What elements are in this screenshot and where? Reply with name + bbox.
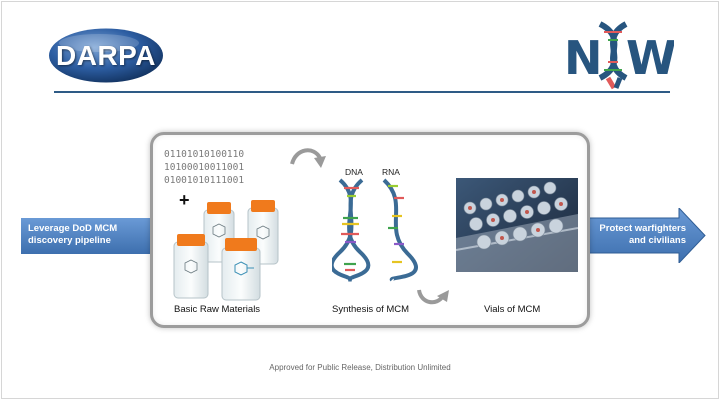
binary-code: 01101010100110 10100010011001 0100101011… (164, 148, 244, 187)
dna-label: DNA (345, 167, 363, 177)
binary-line: 10100010011001 (164, 162, 245, 173)
curved-arrow-icon (417, 289, 449, 305)
right-arrow-label: Protect warfighters and civilians (599, 223, 686, 246)
plus-sign: + (179, 190, 190, 210)
svg-text:N: N (564, 31, 603, 85)
raw-materials-bottles-image (173, 200, 279, 301)
caption-raw-materials: Basic Raw Materials (174, 304, 261, 315)
dna-helix-icon (598, 21, 628, 90)
left-arrow-label: Leverage DoD MCM discovery pipeline (28, 223, 118, 246)
darpa-logo (49, 28, 163, 83)
darpa-logo-text: DARPA (56, 39, 156, 71)
vials-image (456, 178, 578, 272)
left-pipeline-arrow (21, 218, 156, 254)
header-divider (54, 91, 670, 93)
caption-vials: Vials of MCM (484, 304, 541, 315)
binary-line: 01101010100110 (164, 149, 245, 160)
dna-rna-helix-image (332, 178, 418, 282)
curved-arrow-icon (290, 148, 326, 168)
caption-synthesis: Synthesis of MCM (332, 304, 410, 315)
binary-line: 01001010111001 (164, 175, 245, 186)
svg-text:W: W (626, 31, 674, 85)
release-statement: Approved for Public Release, Distributio… (269, 363, 451, 372)
now-logo: N W (564, 21, 674, 90)
rna-label: RNA (382, 167, 400, 177)
right-outcome-arrow (584, 208, 706, 263)
